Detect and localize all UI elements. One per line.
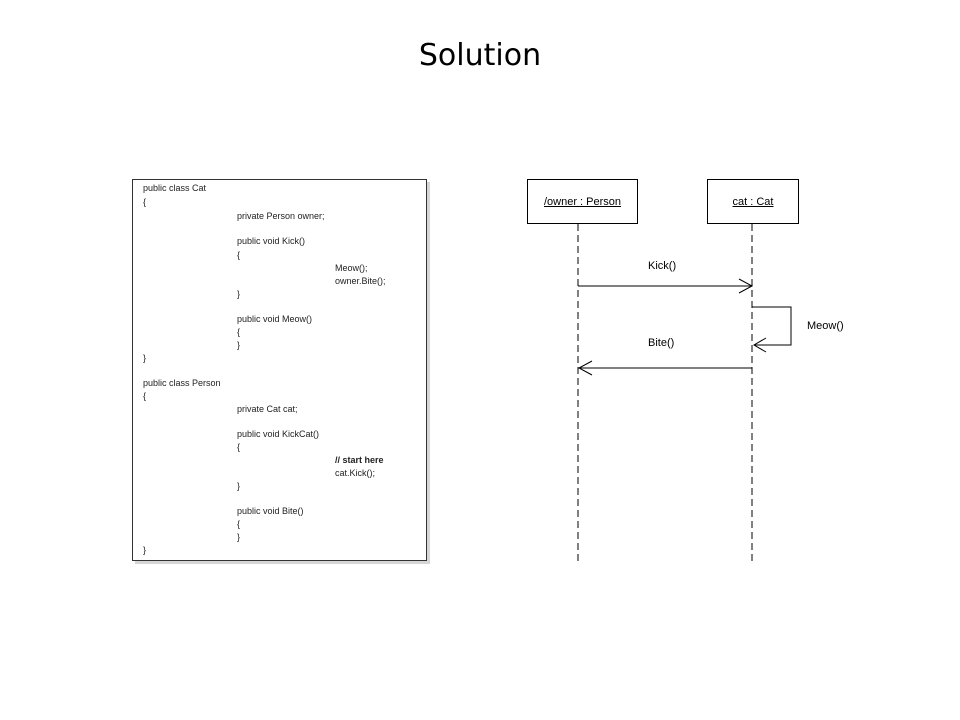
code-line: Meow(); bbox=[335, 263, 368, 273]
code-comment: // start here bbox=[335, 455, 384, 465]
code-line: } bbox=[237, 481, 241, 491]
code-line: public void Bite() bbox=[237, 506, 304, 516]
code-line: { bbox=[143, 197, 147, 207]
code-line: { bbox=[237, 327, 241, 337]
kick-message-label: Kick() bbox=[648, 260, 677, 272]
code-line: private Person owner; bbox=[237, 211, 325, 221]
code-line: { bbox=[237, 442, 241, 452]
code-line: } bbox=[237, 340, 241, 350]
code-line: { bbox=[143, 391, 147, 401]
code-line: { bbox=[237, 250, 241, 260]
code-line: } bbox=[143, 545, 147, 555]
code-line: public class Cat bbox=[143, 183, 207, 193]
cat-lifeline-label: cat : Cat bbox=[732, 195, 774, 208]
owner-lifeline-label: /owner : Person bbox=[543, 195, 622, 208]
meow-self-message-arrow bbox=[752, 306, 792, 353]
code-line: private Cat cat; bbox=[237, 404, 298, 414]
code-line: public void Meow() bbox=[237, 314, 313, 324]
code-line: } bbox=[143, 353, 147, 363]
cat-lifeline-header: cat : Cat bbox=[707, 179, 799, 224]
code-line: public void Kick() bbox=[237, 236, 306, 246]
code-listing: public class Cat { private Person owner;… bbox=[132, 179, 427, 561]
code-line: cat.Kick(); bbox=[335, 468, 376, 478]
code-line: } bbox=[237, 289, 241, 299]
code-line: public class Person bbox=[143, 378, 221, 388]
code-line: } bbox=[237, 532, 241, 542]
owner-lifeline-header: /owner : Person bbox=[527, 179, 638, 224]
bite-message-label: Bite() bbox=[648, 337, 675, 349]
code-line: { bbox=[237, 519, 241, 529]
code-line: owner.Bite(); bbox=[335, 276, 386, 286]
bite-message-arrow bbox=[577, 360, 752, 376]
code-line: public void KickCat() bbox=[237, 429, 320, 439]
meow-message-label: Meow() bbox=[807, 320, 844, 332]
slide-title: Solution bbox=[418, 38, 542, 73]
kick-message-arrow bbox=[578, 278, 754, 294]
